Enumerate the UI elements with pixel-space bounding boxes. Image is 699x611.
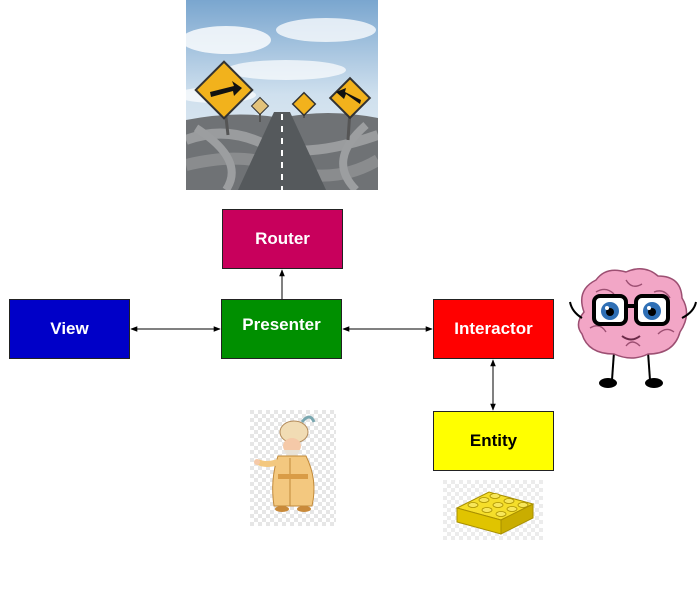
node-router[interactable]: Router (222, 209, 343, 269)
node-router-label: Router (255, 229, 310, 248)
node-view[interactable]: View (9, 299, 130, 359)
road-signs-illustration (186, 0, 378, 190)
node-interactor[interactable]: Interactor (433, 299, 554, 359)
lego-brick-illustration (443, 480, 543, 540)
brain-with-glasses-illustration (569, 268, 697, 388)
node-presenter[interactable]: Presenter (221, 299, 342, 359)
node-view-label: View (50, 319, 89, 338)
node-interactor-label: Interactor (454, 319, 533, 338)
node-entity[interactable]: Entity (433, 411, 554, 471)
node-entity-label: Entity (469, 431, 518, 450)
node-presenter-label: Presenter (242, 315, 321, 334)
sultan-illustration (250, 410, 336, 526)
